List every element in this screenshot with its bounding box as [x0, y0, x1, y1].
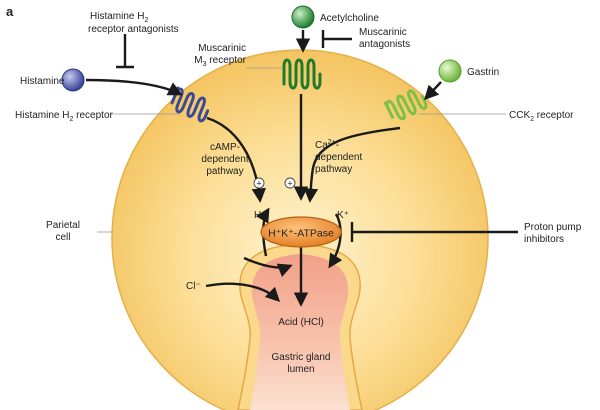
leader-lines: [97, 67, 506, 233]
h2-receptor-label: Histamine H2 receptor: [15, 110, 114, 123]
camp-pathway-line1: cAMP-: [210, 142, 240, 153]
ca-pathway-line2: dependent: [315, 152, 362, 163]
plus-sign: +: [287, 179, 292, 189]
plus-marker-m3: +: [284, 177, 296, 189]
m3-receptor-label-line1: Muscarinic: [198, 43, 246, 54]
proton-pump-label: H⁺K⁺-ATPase: [268, 228, 334, 240]
ca-pathway-arrow: [303, 126, 401, 203]
inhibition-bars: [116, 30, 518, 242]
camp-pathway-line3: pathway: [206, 166, 243, 177]
histamine-ball-icon: [61, 68, 85, 92]
camp-pathway-line2: dependent: [201, 154, 248, 165]
h2-antagonist-label-line1: Histamine H2: [90, 11, 148, 24]
k-ion-label: K⁺: [337, 210, 349, 221]
lumen-label-line2: lumen: [287, 364, 314, 375]
histamine-label: Histamine: [20, 76, 65, 87]
histamine-arrow: [85, 78, 183, 96]
m3-receptor-label-line2: M3 receptor: [194, 55, 246, 68]
chloride-label: Cl⁻: [186, 281, 201, 292]
cck2-receptor-label: CCK2 receptor: [509, 110, 574, 123]
acetylcholine-label: Acetylcholine: [320, 13, 379, 24]
muscarinic-antagonist-label-line2: antagonists: [359, 39, 410, 50]
acetylcholine-ball-icon: [291, 5, 315, 29]
parietal-cell-label-line2: cell: [55, 232, 70, 243]
ppi-label-line1: Proton pump: [524, 222, 582, 233]
chloride-arrow: [205, 282, 281, 303]
ca-pathway-line3: pathway: [315, 164, 352, 175]
ppi-label-line2: inhibitors: [524, 234, 564, 245]
h-ion-label: H⁺: [254, 210, 267, 221]
gastrin-arrow: [424, 81, 442, 101]
h-ion-exit-arrow: [243, 256, 293, 277]
lumen-label-line1: Gastric gland: [272, 352, 331, 363]
proton-pump-icon: [260, 216, 342, 248]
plus-marker-camp: +: [253, 177, 265, 189]
plus-sign: +: [256, 179, 261, 189]
muscarinic-antagonist-label-line1: Muscarinic: [359, 27, 407, 38]
cck2-receptor-icon: [383, 89, 428, 121]
gastrin-label: Gastrin: [467, 67, 499, 78]
gastrin-ball-icon: [438, 59, 462, 83]
parietal-cell-label-line1: Parietal: [46, 220, 80, 231]
panel-label: a: [6, 4, 14, 19]
h2-antagonist-label-line2: receptor antagonists: [88, 24, 179, 35]
m3-receptor-icon: [282, 58, 322, 90]
acid-label: Acid (HCl): [278, 317, 324, 328]
ca-pathway-line1: Ca2+-: [315, 139, 339, 151]
